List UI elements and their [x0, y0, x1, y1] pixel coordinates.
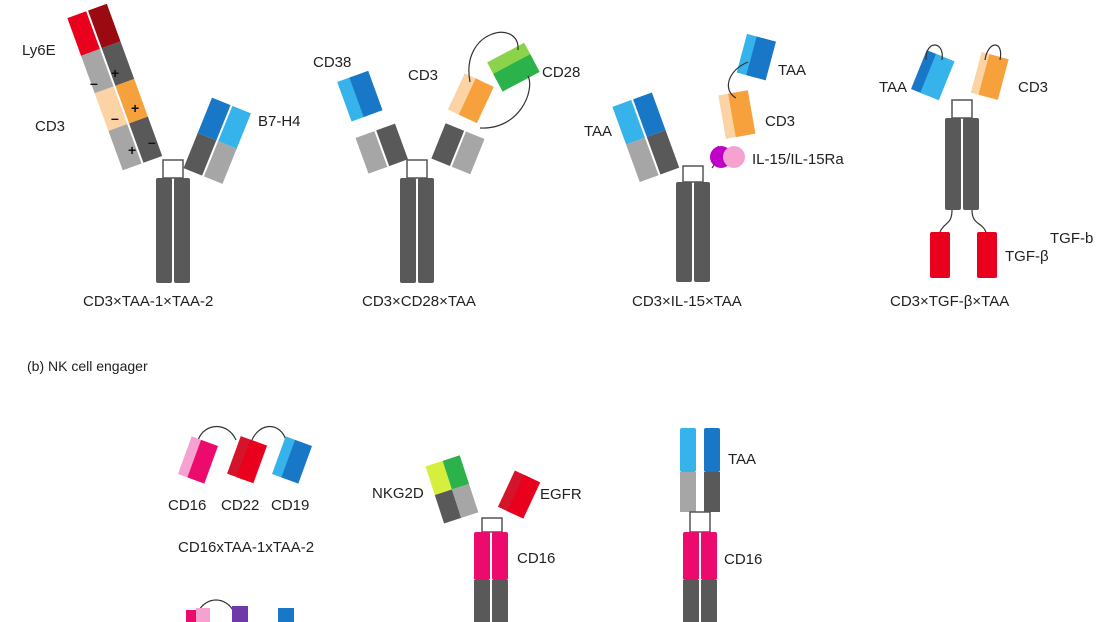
- label-cd28: CD28: [542, 64, 580, 81]
- section-title-nk-cell-engager: (b) NK cell engager: [27, 358, 148, 374]
- label-tgfb-superscript: TGF-b: [1050, 230, 1093, 247]
- minus-sign: –: [111, 110, 119, 126]
- caption: CD3×CD28×TAA: [362, 293, 476, 310]
- label-b7h4: B7-H4: [258, 113, 301, 130]
- construct-cd3-il15-taa: TAA TAA CD3 IL-15/IL-15Ra CD3×IL-15×TAA: [584, 33, 844, 310]
- fc-heavy-chain-left: [156, 178, 172, 283]
- hinge: [162, 159, 184, 179]
- label-taa: TAA: [728, 451, 756, 468]
- label-cd3: CD3: [35, 118, 65, 135]
- left-arm: [67, 3, 163, 171]
- caption: CD16xTAA-1xTAA-2: [178, 539, 314, 556]
- construct-cd3-tgfb-taa: TAA CD3 TGF-β TGF-b CD3×TGF-β×TAA: [879, 44, 1093, 310]
- label-egfr: EGFR: [540, 486, 582, 503]
- right-arm: [183, 97, 251, 184]
- minus-sign: –: [90, 75, 98, 91]
- label-cd3: CD3: [408, 67, 438, 84]
- construct-cd3-taa1-taa2: – + – + + – Ly6E CD3 B7-H4 CD3×TAA-1×TAA…: [22, 3, 301, 310]
- label-cd3: CD3: [1018, 79, 1048, 96]
- label-cd3: CD3: [765, 113, 795, 130]
- construct-cd3-cd28-taa: CD38 CD3 CD28 CD3×CD28×TAA: [313, 31, 580, 310]
- caption: CD3×IL-15×TAA: [632, 293, 742, 310]
- label-tgfb: TGF-β: [1005, 248, 1049, 265]
- plus-sign: +: [128, 142, 136, 158]
- plus-sign: +: [131, 100, 139, 116]
- label-taa: TAA: [879, 79, 907, 96]
- label-taa: TAA: [778, 62, 806, 79]
- label-cd16: CD16: [168, 497, 206, 514]
- caption: CD3×TGF-β×TAA: [890, 293, 1009, 310]
- label-nkg2d: NKG2D: [372, 485, 424, 502]
- construct-cd16-taa1-taa2: CD16 CD22 CD19 CD16xTAA-1xTAA-2: [168, 425, 314, 622]
- label-cd22: CD22: [221, 497, 259, 514]
- label-cd38: CD38: [313, 54, 351, 71]
- label-cd16: CD16: [517, 550, 555, 567]
- construct-nkg2d-egfr-cd16: NKG2D EGFR CD16: [372, 455, 582, 622]
- label-ly6e: Ly6E: [22, 42, 56, 59]
- label-cd16: CD16: [724, 551, 762, 568]
- construct-taa-cd16: TAA CD16: [680, 428, 762, 622]
- minus-sign: –: [148, 134, 156, 150]
- fc-heavy-chain-right: [174, 178, 190, 283]
- label-il15: IL-15/IL-15Ra: [752, 151, 844, 168]
- plus-sign: +: [111, 65, 119, 81]
- label-taa: TAA: [584, 123, 612, 140]
- caption: CD3×TAA-1×TAA-2: [83, 293, 213, 310]
- label-cd19: CD19: [271, 497, 309, 514]
